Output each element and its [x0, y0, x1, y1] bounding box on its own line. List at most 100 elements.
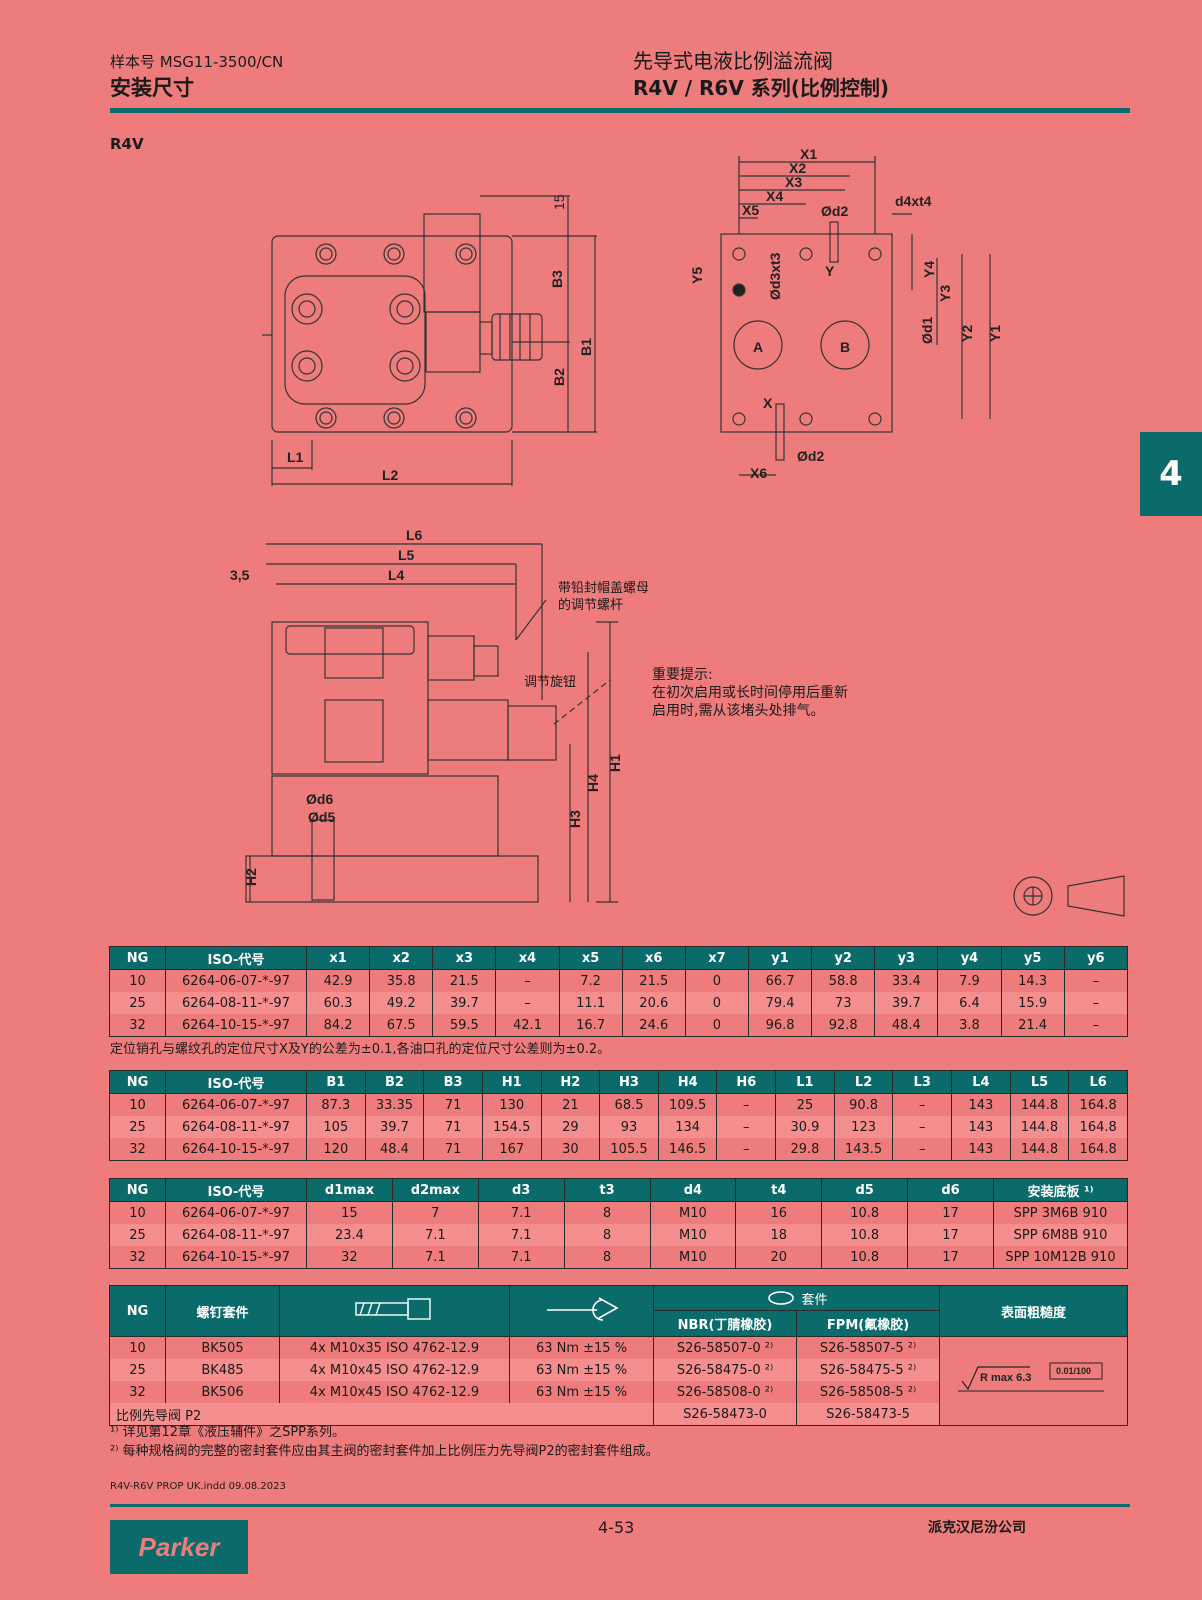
cell: S26-58475-0 ²⁾: [653, 1359, 797, 1381]
cell: S26-58475-5 ²⁾: [795, 1359, 941, 1381]
cell: 16: [735, 1201, 823, 1224]
col-y1: y1: [747, 946, 813, 970]
cell: –: [892, 1138, 953, 1161]
col-b2: B2: [364, 1070, 425, 1094]
svg-text:15: 15: [551, 194, 567, 210]
roughness-value: R max 6.3: [980, 1372, 1031, 1384]
cell: 143: [951, 1116, 1011, 1138]
cell: BK506: [165, 1381, 280, 1403]
col-iso: ISO-代号: [165, 1070, 307, 1094]
cell: 42.1: [495, 1014, 560, 1037]
col-y5: y5: [1000, 946, 1065, 970]
page-title-cn: 先导式电液比例溢流阀: [633, 49, 833, 73]
port-pattern-drawing: X1 X2 X3 X4 X5 Ød2 d4xt4 Y5 Ød3xt3 Y Y4 …: [689, 146, 1003, 481]
col-y6: y6: [1063, 946, 1129, 970]
cell: 7.9: [937, 969, 1002, 992]
cell: 25: [775, 1093, 835, 1116]
table-row: 10 BK505 4x M10x35 ISO 4762-12.9 63 Nm ±…: [109, 1336, 1128, 1426]
svg-text:X3: X3: [785, 174, 802, 190]
cell: 15: [306, 1201, 393, 1224]
cell: 20.6: [621, 992, 686, 1014]
cell: 6264-10-15-*-97: [165, 1246, 307, 1269]
top-view-drawing: 15 B3 B1 B2 L1 L2: [262, 194, 597, 486]
cell: 10: [109, 1201, 166, 1224]
col-y4: y4: [937, 946, 1002, 970]
cell: 25: [109, 1224, 166, 1246]
cell: 11.1: [558, 992, 623, 1014]
cell: 63 Nm ±15 %: [509, 1381, 654, 1403]
cell: 143.5: [833, 1138, 894, 1161]
page-number: 4-53: [598, 1518, 635, 1537]
cell: 8: [563, 1201, 651, 1224]
col-ng: NG: [109, 946, 166, 970]
cell: –: [1063, 992, 1129, 1014]
svg-text:Y4: Y4: [921, 261, 937, 278]
cell: 130: [481, 1093, 542, 1116]
col-subplate: 安装底板 ¹⁾: [993, 1178, 1128, 1202]
cell: 6264-10-15-*-97: [165, 1014, 307, 1037]
cell: 0: [684, 969, 749, 992]
cell: 7.1: [477, 1246, 565, 1269]
cell: 20: [735, 1246, 823, 1269]
svg-text:B2: B2: [551, 368, 567, 386]
svg-text:X1: X1: [800, 146, 817, 162]
cell: 164.8: [1068, 1093, 1128, 1116]
flatness-value: 0.01/100: [1056, 1366, 1091, 1376]
cell: 10: [109, 969, 166, 992]
cell: 23.4: [306, 1224, 393, 1246]
svg-text:X: X: [763, 395, 773, 411]
cell: 10.8: [821, 1224, 909, 1246]
cell: 33.35: [364, 1093, 425, 1116]
footnote-2: ²⁾ 每种规格阀的完整的密封套件应由其主阀的密封套件加上比例压力先导阀P2的密封…: [110, 1444, 659, 1459]
svg-text:L6: L6: [406, 527, 423, 543]
cell: 32: [109, 1381, 166, 1403]
cell: 42.9: [305, 969, 371, 992]
cell: 10.8: [821, 1201, 909, 1224]
dimension-drawings: 15 B3 B1 B2 L1 L2 X1 X2 X3 X4 X5 Ød2 d4x…: [230, 146, 1125, 917]
cell: 144.8: [1009, 1138, 1070, 1161]
cell: SPP 10M12B 910: [993, 1246, 1128, 1269]
col-d1max: d1max: [306, 1178, 393, 1202]
col-l3: L3: [892, 1070, 953, 1094]
tolerance-note: 定位销孔与螺纹孔的定位尺寸X及Y的公差为±0.1,各油口孔的定位尺寸公差则为±0…: [110, 1042, 611, 1057]
cell: –: [495, 969, 560, 992]
cell: 0: [684, 1014, 749, 1037]
cell: 71: [423, 1093, 483, 1116]
file-info: R4V-R6V PROP UK.indd 09.08.2023: [110, 1481, 286, 1492]
svg-text:Y2: Y2: [959, 325, 975, 342]
svg-text:B1: B1: [578, 338, 594, 356]
svg-text:B: B: [840, 339, 850, 355]
col-d6: d6: [907, 1178, 994, 1202]
cell: 6264-10-15-*-97: [165, 1138, 307, 1161]
cell: 17: [907, 1224, 994, 1246]
cell: 59.5: [432, 1014, 497, 1037]
col-y2: y2: [811, 946, 876, 970]
cell: S26-58507-0 ²⁾: [653, 1336, 797, 1359]
cell: 60.3: [305, 992, 371, 1014]
cell: 134: [657, 1116, 718, 1138]
svg-text:Y: Y: [825, 263, 835, 279]
cell: 7.1: [391, 1224, 479, 1246]
cell: 68.5: [599, 1093, 659, 1116]
hole-dimension-table: NG ISO-代号 d1max d2max d3 t3 d4 t4 d5 d6 …: [109, 1178, 1128, 1269]
cell: 32: [109, 1138, 166, 1161]
cell: M10: [649, 1224, 737, 1246]
cell: –: [716, 1116, 777, 1138]
cell: 6264-08-11-*-97: [165, 1224, 307, 1246]
cell: 比例先导阀 P2: [109, 1403, 654, 1426]
cell: 6264-08-11-*-97: [165, 992, 307, 1014]
cell: 21.5: [621, 969, 686, 992]
cell: 63 Nm ±15 %: [509, 1336, 654, 1359]
logo-text: Parker: [138, 1531, 220, 1562]
col-bolt: [279, 1285, 510, 1337]
col-ng: NG: [109, 1070, 166, 1094]
svg-text:L2: L2: [382, 467, 399, 483]
cell: 25: [109, 1359, 166, 1381]
